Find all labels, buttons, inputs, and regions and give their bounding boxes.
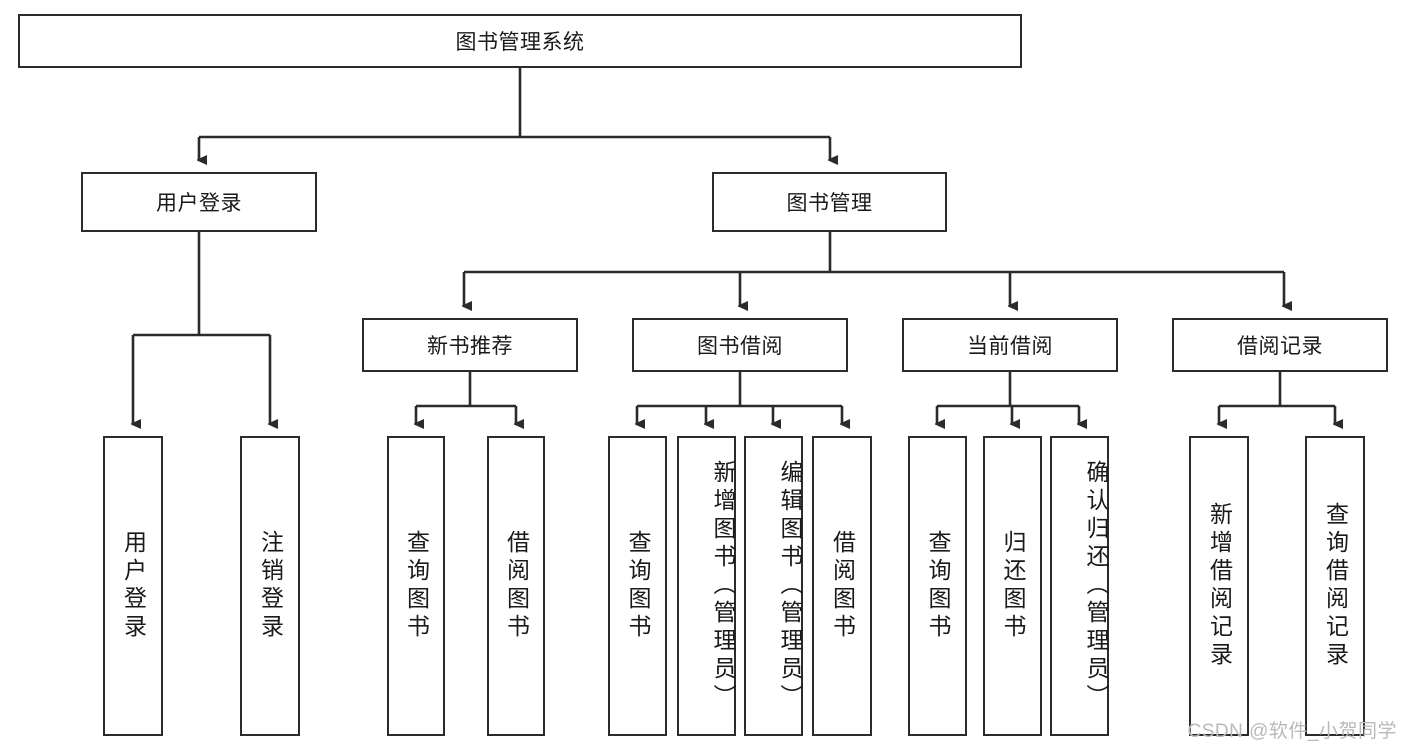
node-leaf-query-borrow-record[interactable]: 查询借阅记录 bbox=[1305, 436, 1365, 736]
node-leaf-add-book-admin[interactable]: 新增图书（管理员） bbox=[677, 436, 736, 736]
node-leaf-query-book-borrow[interactable]: 查询图书 bbox=[608, 436, 667, 736]
node-leaf-user-login[interactable]: 用户登录 bbox=[103, 436, 163, 736]
node-current-borrow[interactable]: 当前借阅 bbox=[902, 318, 1118, 372]
node-book-borrow[interactable]: 图书借阅 bbox=[632, 318, 848, 372]
node-leaf-return-book[interactable]: 归还图书 bbox=[983, 436, 1042, 736]
node-borrow-record[interactable]: 借阅记录 bbox=[1172, 318, 1388, 372]
node-leaf-add-borrow-record[interactable]: 新增借阅记录 bbox=[1189, 436, 1249, 736]
node-leaf-logout-login[interactable]: 注销登录 bbox=[240, 436, 300, 736]
node-new-book-recommend[interactable]: 新书推荐 bbox=[362, 318, 578, 372]
node-leaf-borrow-book-recommend[interactable]: 借阅图书 bbox=[487, 436, 545, 736]
node-user-login[interactable]: 用户登录 bbox=[81, 172, 317, 232]
node-leaf-confirm-return-admin[interactable]: 确认归还（管理员） bbox=[1050, 436, 1109, 736]
node-leaf-query-book-recommend[interactable]: 查询图书 bbox=[387, 436, 445, 736]
node-root[interactable]: 图书管理系统 bbox=[18, 14, 1022, 68]
node-book-management[interactable]: 图书管理 bbox=[712, 172, 947, 232]
node-leaf-borrow-book[interactable]: 借阅图书 bbox=[812, 436, 872, 736]
node-leaf-query-book-current[interactable]: 查询图书 bbox=[908, 436, 967, 736]
node-leaf-edit-book-admin[interactable]: 编辑图书（管理员） bbox=[744, 436, 803, 736]
csdn-watermark: CSDN @软件_小贺同学 bbox=[1187, 721, 1397, 742]
